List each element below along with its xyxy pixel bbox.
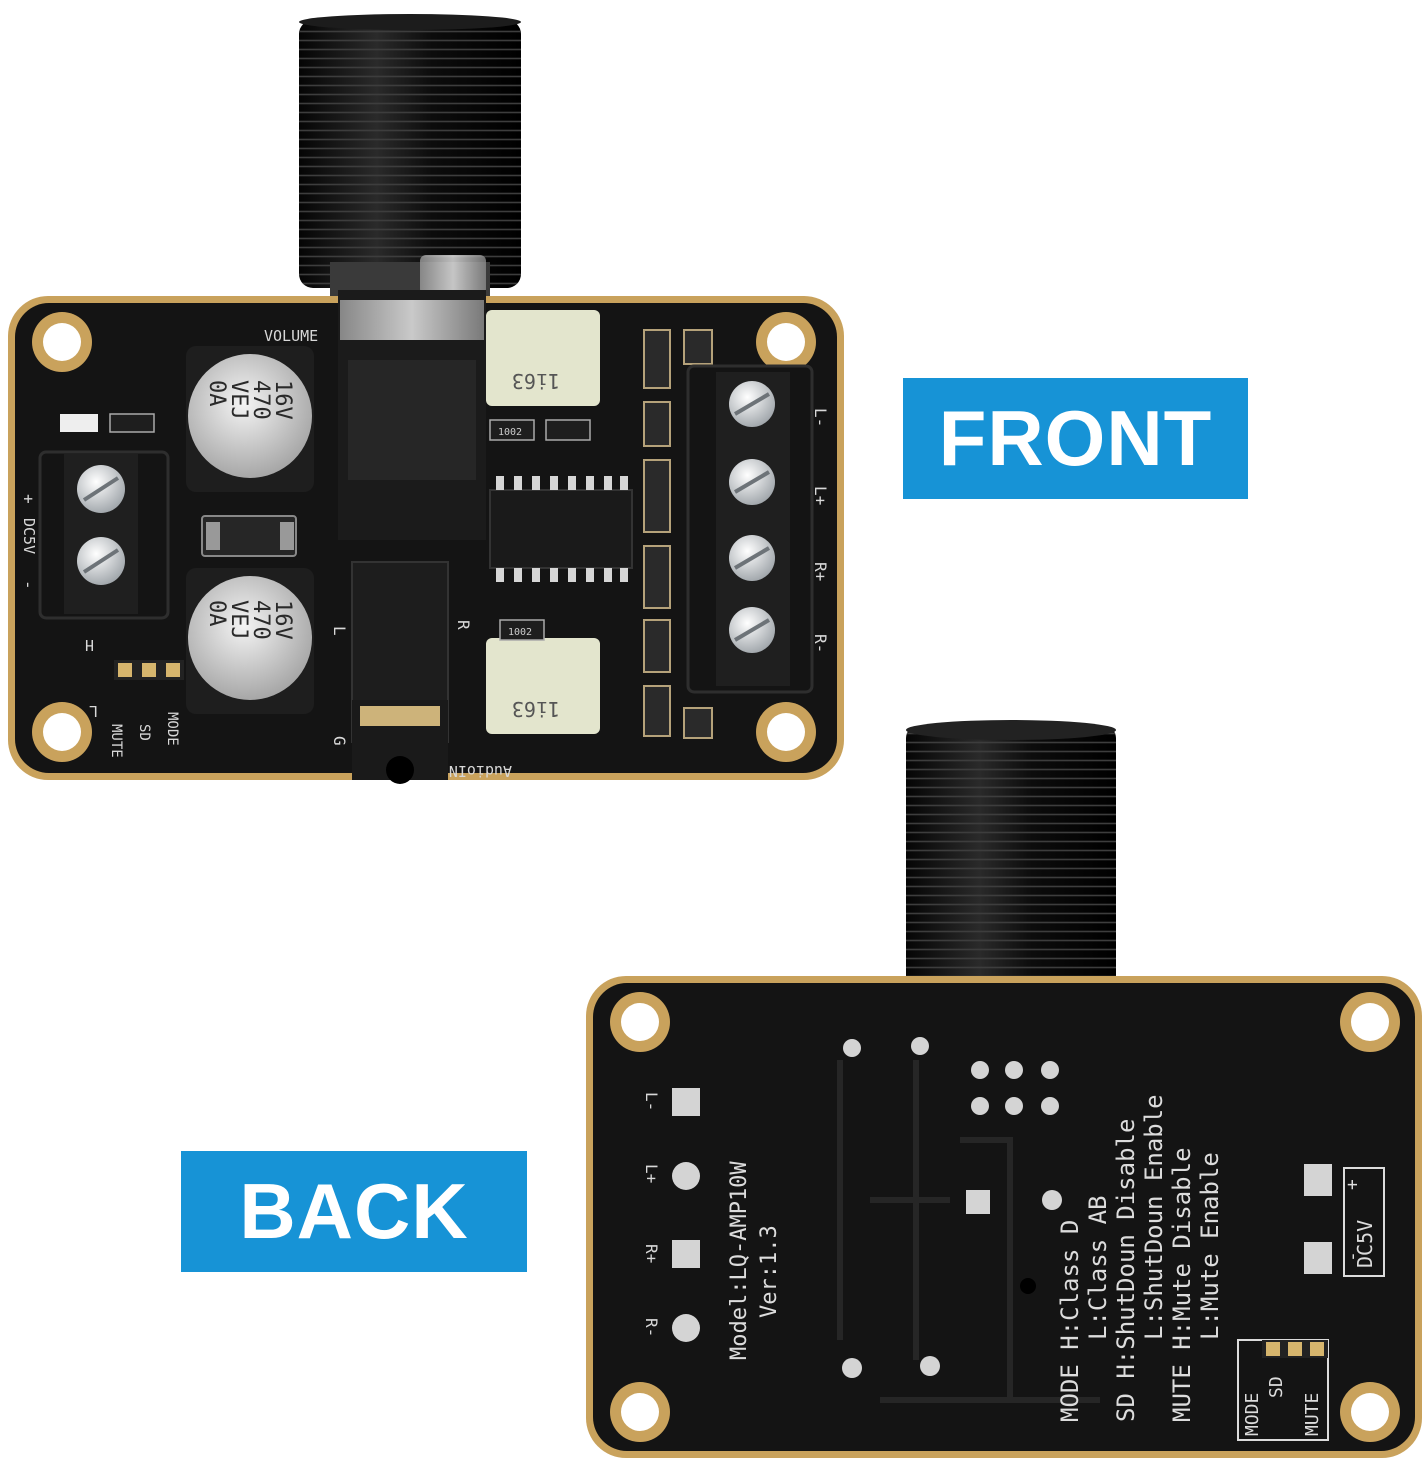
right-channel-label: R bbox=[454, 620, 473, 630]
h-label: H bbox=[85, 636, 94, 654]
mode-line-2: L:Class AB bbox=[1084, 1196, 1112, 1341]
back-output-pads bbox=[672, 1088, 700, 1342]
model-text: Model:LQ-AMP10W bbox=[727, 1161, 752, 1360]
dc5v-label-front: DC5V bbox=[20, 518, 38, 554]
svg-text:470: 470 bbox=[248, 600, 273, 640]
front-volume-knob bbox=[299, 14, 521, 302]
svg-text:VEJ: VEJ bbox=[226, 380, 251, 420]
back-output-r-minus: R- bbox=[642, 1318, 661, 1337]
audio-jack bbox=[351, 561, 449, 784]
back-output-r-plus: R+ bbox=[642, 1244, 661, 1263]
front-output-r-plus: R+ bbox=[811, 562, 830, 581]
potentiometer-body bbox=[338, 290, 486, 540]
dc5v-plus-back: + bbox=[1342, 1179, 1363, 1190]
l-label: L bbox=[89, 702, 98, 720]
mode-line-1: MODE H:Class D bbox=[1056, 1220, 1084, 1422]
back-output-l-minus: L- bbox=[642, 1092, 661, 1111]
version-text: Ver:1.3 bbox=[757, 1225, 782, 1318]
inductor-top: 1i63 bbox=[486, 310, 600, 406]
back-pads bbox=[842, 1037, 1062, 1378]
smd-column bbox=[643, 329, 713, 739]
dc5v-label-back: DC5V bbox=[1353, 1220, 1377, 1268]
dc5v-minus-back: - bbox=[1342, 1251, 1363, 1262]
back-volume-knob bbox=[906, 720, 1116, 988]
svg-text:16V: 16V bbox=[270, 600, 295, 640]
back-jumper-pins bbox=[1237, 1339, 1329, 1441]
back-jumper-mode: MODE bbox=[1242, 1393, 1263, 1436]
back-power-pads bbox=[1304, 1164, 1385, 1277]
svg-text:0A: 0A bbox=[204, 380, 229, 407]
front-jumper-mode: MODE bbox=[164, 712, 180, 746]
front-output-l-plus: L+ bbox=[811, 486, 830, 505]
svg-text:1002: 1002 bbox=[508, 627, 532, 638]
back-mounting-holes bbox=[610, 992, 1400, 1442]
power-terminal-block bbox=[38, 450, 170, 620]
front-output-r-minus: R- bbox=[811, 634, 830, 653]
svg-text:1i63: 1i63 bbox=[512, 369, 560, 393]
front-mounting-holes bbox=[32, 312, 816, 762]
output-terminal-block bbox=[686, 364, 814, 694]
ground-label: G bbox=[330, 736, 349, 746]
front-output-l-minus: L- bbox=[811, 408, 830, 427]
svg-text:1i63: 1i63 bbox=[512, 697, 560, 721]
inductor-bottom: 1i63 bbox=[486, 638, 600, 734]
back-board: L- L+ R+ R- Model:LQ-AMP10W Ver:1.3 MODE… bbox=[586, 720, 1422, 1458]
svg-text:VEJ: VEJ bbox=[226, 600, 251, 640]
sd-line-2: L:ShutDoun Enable bbox=[1140, 1094, 1168, 1340]
svg-text:1002: 1002 bbox=[498, 427, 522, 438]
front-jumper-pins bbox=[114, 660, 184, 680]
dc5v-minus-front: - bbox=[19, 580, 38, 590]
front-label: FRONT bbox=[903, 378, 1248, 499]
back-label: BACK bbox=[181, 1151, 527, 1272]
front-jumper-mute: MUTE bbox=[108, 724, 124, 758]
capacitor-top: 0A VEJ 470 16V bbox=[186, 346, 314, 492]
mute-line-1: MUTE H:Mute Disable bbox=[1168, 1147, 1196, 1422]
diode bbox=[201, 515, 297, 557]
back-jumper-sd: SD bbox=[1266, 1376, 1287, 1398]
front-jumper-sd: SD bbox=[136, 724, 152, 741]
volume-label: VOLUME bbox=[264, 327, 318, 345]
capacitor-bottom: 0A VEJ 470 16V bbox=[186, 568, 314, 714]
audio-in-label: AudioIN bbox=[449, 762, 512, 780]
back-output-l-plus: L+ bbox=[642, 1164, 661, 1183]
svg-text:0A: 0A bbox=[204, 600, 229, 627]
smd-resistors: 1002 1002 bbox=[60, 413, 591, 641]
sd-line-1: SD H:ShutDoun Disable bbox=[1112, 1119, 1140, 1422]
front-board: VOLUME DC5V + - 0A VEJ 470 16V bbox=[8, 14, 844, 784]
amplifier-ic bbox=[489, 476, 633, 582]
svg-text:16V: 16V bbox=[270, 380, 295, 420]
dc5v-plus-front: + bbox=[19, 494, 38, 504]
left-channel-label: L bbox=[330, 626, 349, 636]
svg-text:470: 470 bbox=[248, 380, 273, 420]
mute-line-2: L:Mute Enable bbox=[1196, 1152, 1224, 1340]
back-jumper-mute: MUTE bbox=[1302, 1393, 1323, 1436]
pcb-traces bbox=[837, 1060, 1100, 1403]
